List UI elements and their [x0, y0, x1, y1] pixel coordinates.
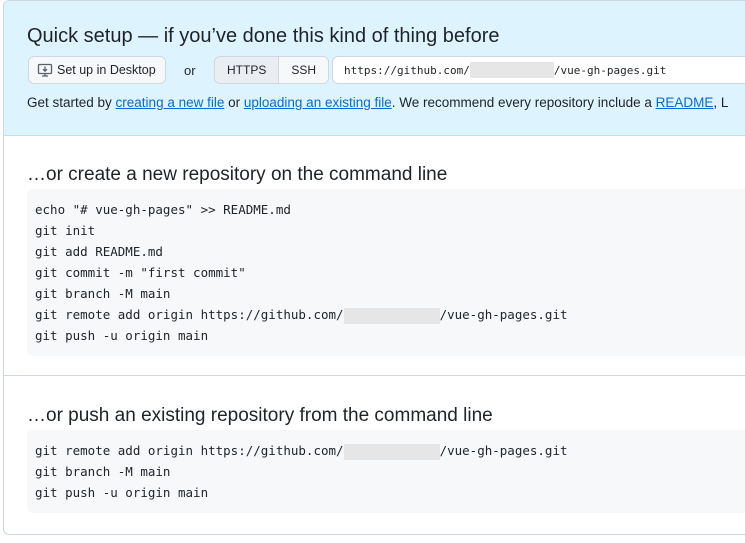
create-new-file-link[interactable]: creating a new file: [115, 95, 225, 110]
get-started-tail: , L: [713, 95, 729, 110]
clone-url-input[interactable]: https://github.com/ /vue-gh-pages.git: [332, 56, 745, 84]
desktop-download-icon: [37, 63, 53, 77]
repo-setup-panel: Quick setup — if you’ve done this kind o…: [3, 0, 745, 535]
code-line: git commit -m "first commit": [35, 265, 246, 280]
redacted-username: [343, 443, 440, 460]
clone-url-suffix: /vue-gh-pages.git: [553, 63, 667, 77]
get-started-recommend: . We recommend every repository include …: [391, 95, 656, 110]
get-started-or: or: [224, 95, 244, 110]
code-line: git branch -M main: [35, 286, 171, 301]
upload-file-link[interactable]: uploading an existing file: [243, 95, 392, 110]
remote-prefix: git remote add origin https://github.com…: [35, 307, 344, 322]
quick-setup-box: Quick setup — if you’ve done this kind o…: [4, 1, 745, 136]
remote-suffix: /vue-gh-pages.git: [439, 307, 568, 322]
code-line: git branch -M main: [35, 464, 171, 479]
clone-url-prefix: https://github.com/: [344, 63, 470, 77]
code-line-remote: git remote add origin https://github.com…: [35, 440, 745, 461]
code-line: echo "# vue-gh-pages" >> README.md: [35, 202, 291, 217]
get-started-text: Get started by creating a new file or up…: [27, 95, 728, 110]
create-code-block[interactable]: echo "# vue-gh-pages" >> README.md git i…: [27, 189, 745, 356]
code-line: git push -u origin main: [35, 328, 209, 343]
setup-desktop-button[interactable]: Set up in Desktop: [28, 56, 166, 84]
remote-prefix: git remote add origin https://github.com…: [35, 443, 344, 458]
get-started-prefix: Get started by: [27, 95, 116, 110]
https-button[interactable]: HTTPS: [215, 57, 280, 83]
redacted-username: [343, 307, 440, 324]
section-divider: [4, 375, 745, 376]
code-line-remote: git remote add origin https://github.com…: [35, 304, 745, 325]
setup-desktop-label: Set up in Desktop: [57, 63, 156, 77]
protocol-toggle: HTTPS SSH: [214, 56, 330, 84]
push-section-title: …or push an existing repository from the…: [27, 405, 493, 426]
remote-suffix: /vue-gh-pages.git: [439, 443, 568, 458]
quick-setup-title: Quick setup — if you’ve done this kind o…: [27, 25, 500, 47]
readme-link[interactable]: README: [655, 95, 714, 110]
push-code-block[interactable]: git remote add origin https://github.com…: [27, 430, 745, 513]
code-line: git push -u origin main: [35, 485, 209, 500]
code-line: git add README.md: [35, 244, 163, 259]
ssh-button[interactable]: SSH: [279, 57, 329, 83]
create-section-title: …or create a new repository on the comma…: [27, 164, 448, 185]
or-label: or: [184, 63, 196, 78]
code-line: git init: [35, 223, 96, 238]
redacted-username: [469, 62, 554, 78]
